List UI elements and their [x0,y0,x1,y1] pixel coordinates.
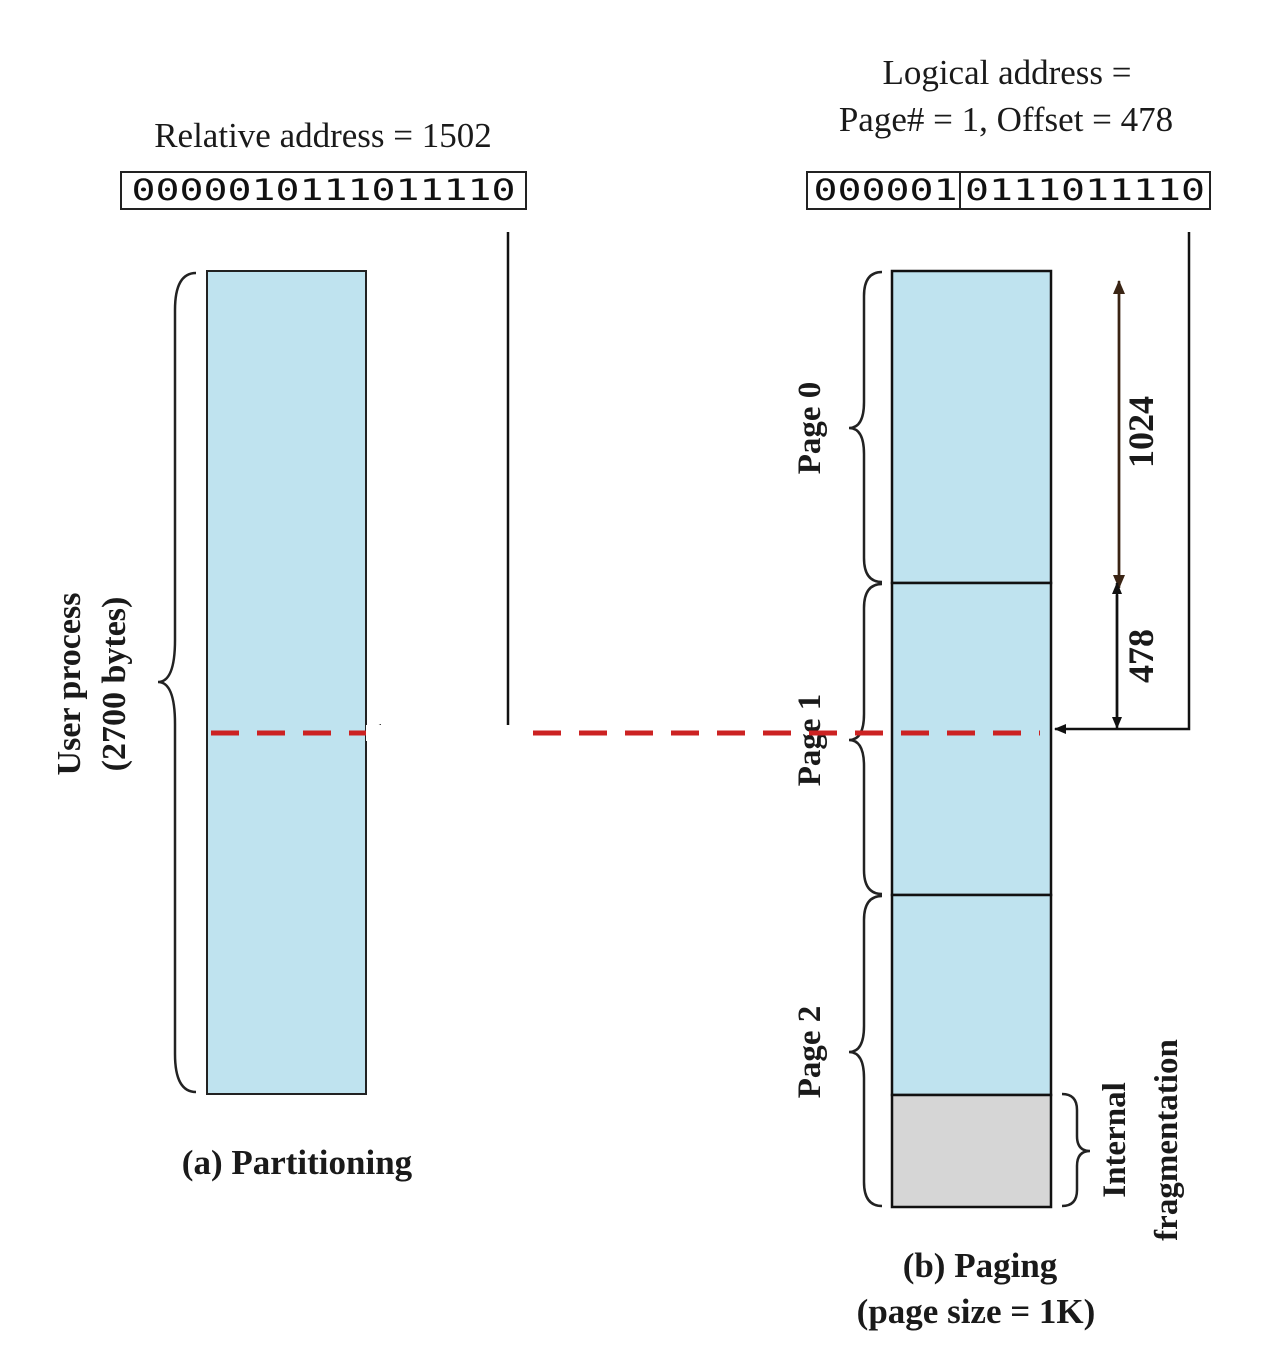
page-size-value: 1024 [1121,396,1161,468]
paging-caption: (b) Paging [903,1246,1058,1285]
page-2-label: Page 2 [792,1006,828,1099]
page-0-block [890,269,1053,585]
page-number-bits: 000001 [814,173,958,207]
page-0-brace [848,270,883,584]
logical-address-pointer [1054,232,1191,734]
page-1-block [890,581,1053,897]
relative-address-box [120,171,527,210]
user-process-label: User process [51,593,88,776]
paging-caption-page-size: (page size = 1K) [857,1292,1096,1331]
page-2-used-block [890,893,1053,1097]
page-0-label: Page 0 [792,382,828,475]
offset-bits: 0111011110 [965,173,1205,207]
page-1-brace [848,582,883,896]
page-1-label: Page 1 [792,694,828,787]
internal-fragmentation-label-2: fragmentation [1149,1039,1185,1241]
page-2-brace [848,894,883,1208]
logical-address-label: Logical address = [882,53,1131,92]
internal-fragmentation-brace [1061,1092,1091,1208]
internal-fragmentation-block [890,1093,1053,1209]
logical-address-box [806,171,1211,210]
offset-value: 478 [1121,629,1161,683]
user-process-size: (2700 bytes) [96,597,133,772]
partitioning-caption: (a) Partitioning [182,1143,413,1182]
logical-address-detail: Page# = 1, Offset = 478 [839,100,1173,139]
user-process-block [206,270,367,1095]
relative-address-pointer [369,232,510,734]
internal-fragmentation-label: Internal [1097,1082,1133,1198]
relative-address-label: Relative address = 1502 [154,116,492,155]
relative-address-bits: 0000010111011110 [132,173,516,207]
dashed-line-gap [366,725,516,741]
user-process-brace [157,271,197,1094]
